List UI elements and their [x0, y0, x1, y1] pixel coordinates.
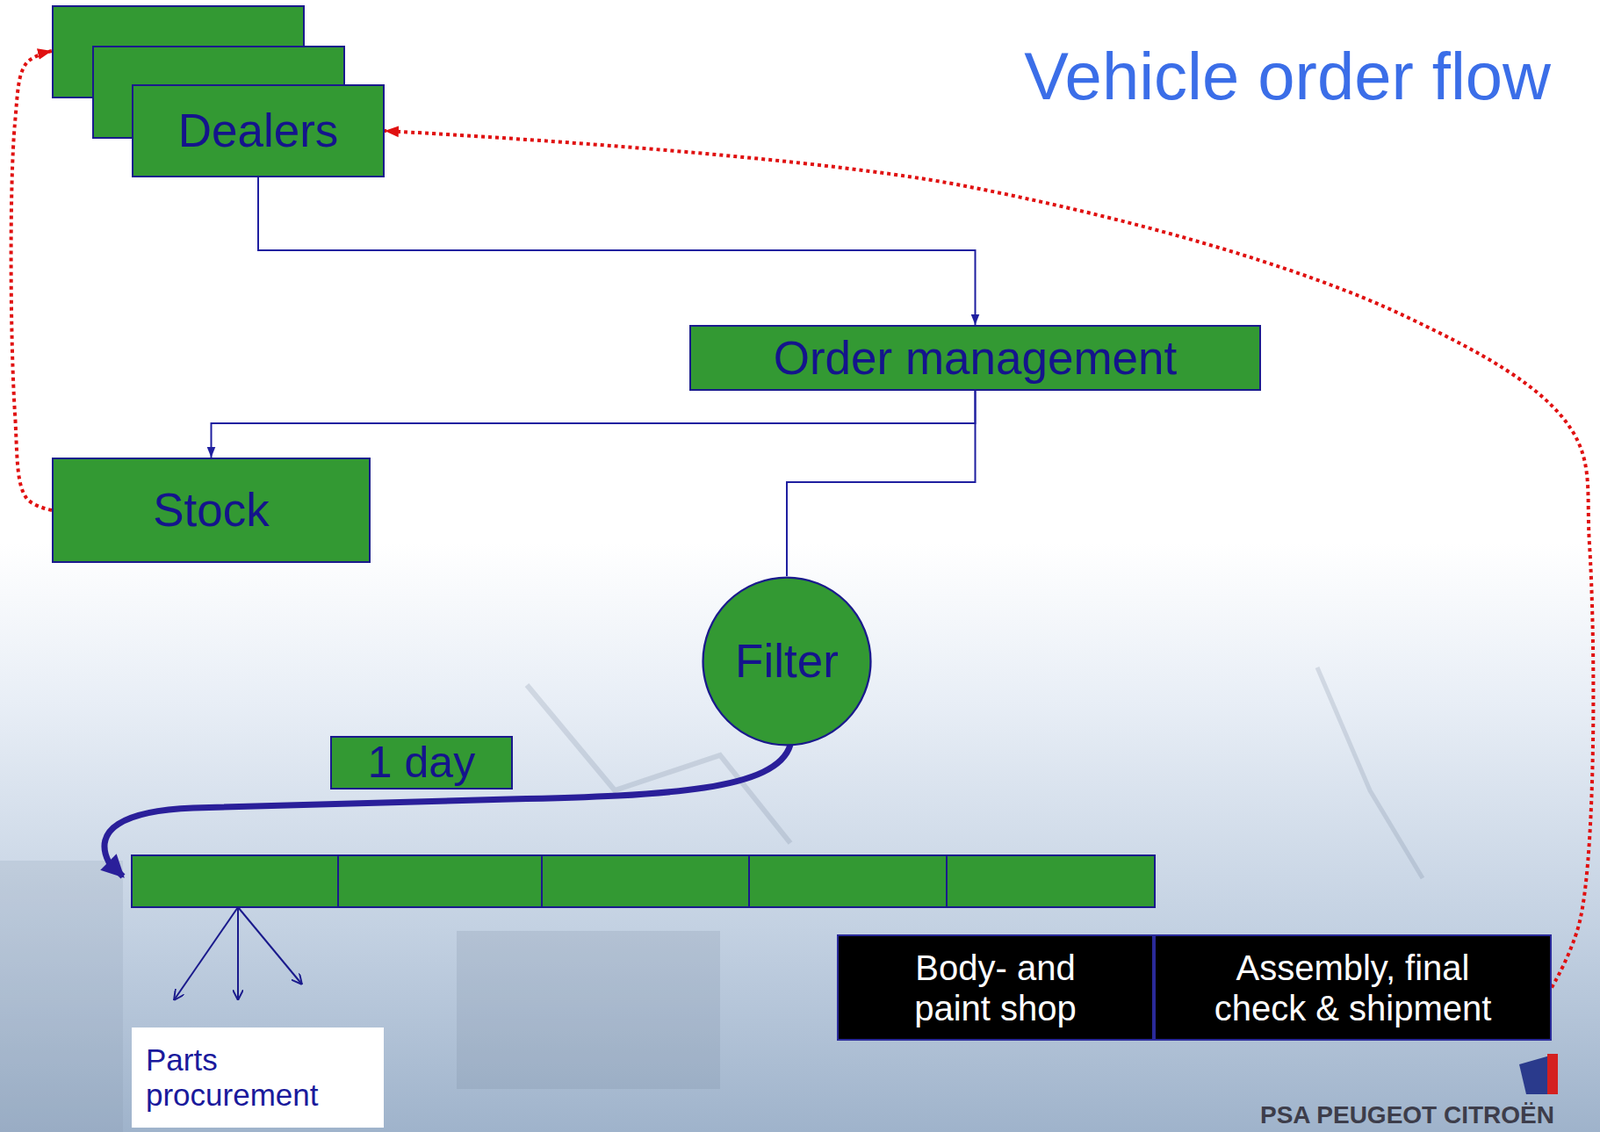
return-flow-arrow	[384, 130, 1593, 988]
machine-shape	[456, 930, 721, 1089]
node-text: Filter	[735, 636, 839, 686]
pipeline-segment	[338, 855, 542, 908]
logo-text: PSA PEUGEOT CITROËN	[1260, 1101, 1555, 1129]
dealer-box	[132, 85, 384, 177]
pipeline-segment	[131, 855, 339, 908]
node-text: Dealers	[178, 106, 339, 156]
circle-shape	[703, 577, 872, 746]
pipeline-segment	[946, 855, 1155, 908]
return-flow-arrow	[11, 50, 52, 511]
node-text: Order management	[773, 333, 1178, 383]
parts-arrow	[237, 907, 303, 985]
logo-mark	[1519, 1053, 1558, 1095]
filter-circle: Filter	[701, 576, 873, 747]
process-box: Order management	[689, 324, 1262, 391]
stock-box: Stock	[51, 457, 371, 563]
logo-shape	[1547, 1053, 1558, 1095]
shop-box: Body- and paint shop	[836, 934, 1154, 1041]
pipeline-segment	[749, 855, 947, 908]
order-flow-line	[786, 390, 976, 577]
node-text: Body- and paint shop	[877, 947, 1115, 1029]
node-text: Assembly, final check & shipment	[1190, 947, 1516, 1029]
factory-photo-hint	[0, 667, 1423, 1132]
node-text: 1 day	[367, 739, 476, 786]
shop-box: Assembly, final check & shipment	[1153, 934, 1552, 1041]
node-text: Parts procurement	[145, 1042, 348, 1114]
machine-shape	[1317, 667, 1423, 879]
dealer-stack: Dealers	[51, 5, 385, 178]
order-flow-line	[258, 177, 976, 325]
duration-box: 1 day	[330, 735, 513, 790]
node-text: Stock	[152, 485, 270, 535]
parts-call-arrows	[173, 907, 303, 1001]
machine-shape	[0, 860, 123, 1132]
pipeline-segment	[541, 855, 750, 908]
parts-arrow	[237, 907, 239, 1001]
order-flow-line	[211, 390, 976, 458]
parts-arrow	[173, 907, 238, 1001]
diagram-title: Vehicle order flow	[1023, 38, 1551, 114]
production-pipeline	[131, 855, 1155, 908]
parts-box: Parts procurement	[131, 1027, 384, 1128]
